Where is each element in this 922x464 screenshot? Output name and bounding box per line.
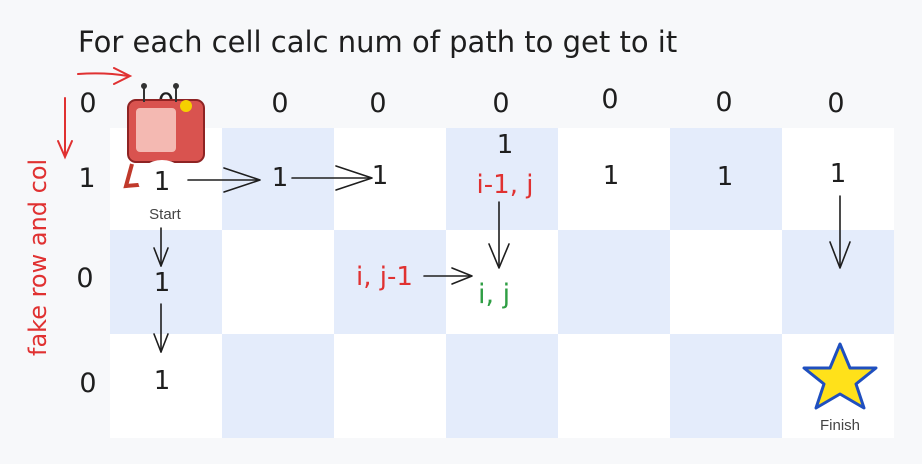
arrow-down-icon	[153, 227, 169, 267]
arrows	[153, 165, 851, 353]
arrow-down-icon	[829, 195, 851, 269]
fake-col-value: 0	[76, 263, 93, 294]
arrow-down-icon	[488, 201, 510, 269]
row-1-values: 1 1 1 1 1 1	[154, 159, 847, 197]
formula-left-cell: i, j-1	[356, 262, 413, 292]
grid-cell	[110, 334, 222, 438]
arrow-down-icon	[153, 303, 169, 353]
grid-cell	[222, 230, 334, 334]
grid-cell	[558, 230, 670, 334]
grid-cell	[670, 334, 782, 438]
start-label: Start	[149, 206, 182, 223]
grid-cell	[782, 230, 894, 334]
grid-cell	[446, 128, 558, 230]
fake-row-value: 0	[827, 88, 844, 119]
arrow-right-icon	[187, 167, 261, 193]
fake-col-value: 1	[78, 163, 95, 194]
grid-cell	[334, 230, 446, 334]
cell-value: 1	[830, 159, 847, 189]
fake-row-arrow-icon	[77, 67, 133, 85]
fake-col-value: 0	[79, 368, 96, 399]
arrow-right-icon	[291, 165, 373, 191]
grid-cell	[334, 334, 446, 438]
fake-col: 1 0 0	[76, 163, 96, 399]
formula-top-cell: i-1, j	[477, 170, 534, 200]
cell-value: 1	[717, 162, 734, 192]
grid-cell	[558, 128, 670, 230]
star-icon	[802, 342, 878, 410]
grid	[110, 128, 894, 438]
fake-col-arrow-icon	[57, 97, 73, 160]
arrow-right-icon	[423, 267, 473, 285]
grid-cell	[110, 230, 222, 334]
diagram-title: For each cell calc num of path to get to…	[78, 25, 677, 59]
grid-cell	[446, 334, 558, 438]
grid-cell	[782, 128, 894, 230]
fake-row-value: 0	[492, 88, 509, 119]
grid-cell	[334, 128, 446, 230]
cell-value: 1	[154, 268, 171, 298]
cell-value: 1	[603, 161, 620, 191]
cell-value: 1	[272, 163, 289, 193]
robot-icon	[123, 83, 205, 200]
fake-row-value: 0	[79, 88, 96, 119]
grid-cell	[558, 334, 670, 438]
fake-row-value: 0	[271, 88, 288, 119]
fake-row-value: 0	[715, 87, 732, 118]
cell-value: 1	[372, 161, 389, 191]
finish-label: Finish	[820, 417, 860, 434]
fake-row-value: 0	[601, 84, 618, 115]
grid-cell	[222, 334, 334, 438]
cell-value: 1	[154, 167, 171, 197]
cell-value: 1	[154, 366, 171, 396]
grid-cell	[222, 128, 334, 230]
col-1-values: 1 1	[154, 268, 171, 396]
formula-current-cell: i, j	[478, 279, 510, 310]
fake-row-value: 0	[369, 88, 386, 119]
side-label: fake row and col	[24, 159, 52, 356]
grid-cell	[446, 230, 558, 334]
grid-cell	[670, 128, 782, 230]
top-cell-value: 1	[497, 130, 514, 160]
grid-cell	[670, 230, 782, 334]
